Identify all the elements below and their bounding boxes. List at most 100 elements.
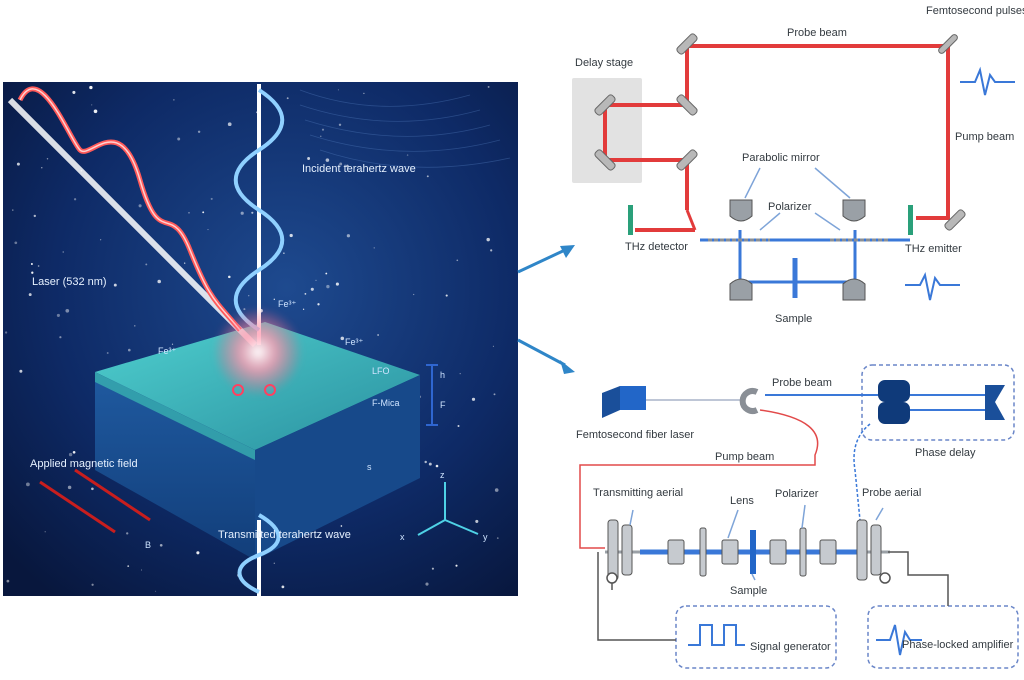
lfo-label: LFO [372,366,390,376]
probe-beam-label-bottom: Probe beam [772,377,832,389]
star [28,293,32,297]
star [89,85,93,90]
star [373,247,375,249]
mirror-holder [594,149,616,171]
star [173,99,175,101]
star [435,464,439,468]
laser-beam [7,97,258,348]
star [307,157,311,160]
star [431,567,434,570]
pointer-lines [744,167,851,231]
star [65,308,70,313]
star [317,303,320,306]
thickness-markers [426,364,438,426]
setup-top-panel: Probe beam Femtosecond pulses Delay stag… [572,5,1024,325]
star [338,123,342,127]
lens-label: Lens [730,495,754,507]
thz-detector-element [628,205,633,235]
aerial-flange [607,519,619,581]
pulse-waveform-icon [876,624,922,656]
star [62,251,64,253]
lens-holder [769,539,787,565]
star [67,485,72,490]
axis-x-label: x [400,532,405,542]
star [31,271,34,274]
femtosecond-pulses-label: Femtosecond pulses [926,5,1024,17]
sample-label-bottom: Sample [730,585,767,597]
thz-beam-path [700,230,910,284]
star [91,583,94,586]
star [91,487,94,491]
star [44,531,46,533]
mirror-holder [594,94,616,116]
star [140,569,143,571]
phase-delay-label: Phase delay [915,447,976,459]
star [321,128,325,131]
star [487,85,490,88]
star [496,537,499,539]
lens-holder [721,539,739,565]
star [428,462,432,466]
square-wave-icon [688,624,745,646]
probe-beam-path [603,44,950,232]
star [100,239,102,241]
star [289,233,293,238]
star [490,249,493,252]
star [320,135,322,137]
aerial-flange [870,524,882,576]
star [248,295,250,297]
femtosecond-pulse-waveform [960,66,1015,96]
lfo-film-edge [95,372,255,460]
f-mica-label: F-Mica [372,398,400,408]
phase-delay-box [861,364,1015,441]
incident-wave-label: Incident terahertz wave [302,163,416,175]
star [459,372,461,375]
thickness-label-h: h [440,370,445,380]
star [240,211,244,215]
star [283,252,285,254]
star [41,167,43,169]
lens-holder [799,527,807,577]
star [37,265,40,267]
probe-aerial-label: Probe aerial [862,487,921,499]
star [251,211,254,214]
spin-dot-left [232,384,244,396]
fiber-splitter [739,388,759,414]
star [46,158,49,160]
star [59,336,62,339]
star [16,162,20,166]
star [273,562,275,564]
fe-ion-label-3: Fe³⁺ [345,337,364,347]
star [134,325,136,327]
connector-arrows [517,245,575,374]
axis-y-label: y [483,532,488,542]
parabolic-mirror [729,278,753,301]
contour-lines [299,89,511,168]
bottom-pointer-lines [629,504,884,581]
star [413,293,415,296]
lens-holder [699,527,707,577]
star [228,275,231,279]
aerial-flange [856,519,868,581]
transmitted-wave-label: Transmitted terahertz wave [218,529,351,541]
star [56,313,60,317]
pump-beam-label-bottom: Pump beam [715,451,774,463]
connector-left [606,572,618,584]
signal-generator-label: Signal generator [750,641,831,653]
star [335,282,339,286]
parabolic-mirror [842,278,866,301]
star [457,425,460,427]
star [339,162,343,166]
mirror-holder [938,34,958,54]
parabolic-mirror [729,199,753,222]
aerial-flanges [607,519,882,581]
star [72,90,76,94]
sample-label-top: Sample [775,313,812,325]
star [68,452,73,457]
star [363,92,365,95]
star [281,585,285,589]
star [325,158,330,162]
star [91,104,93,106]
fiber-laser-label-line1: Femtosecond fiber laser [576,429,694,441]
star [159,543,163,547]
